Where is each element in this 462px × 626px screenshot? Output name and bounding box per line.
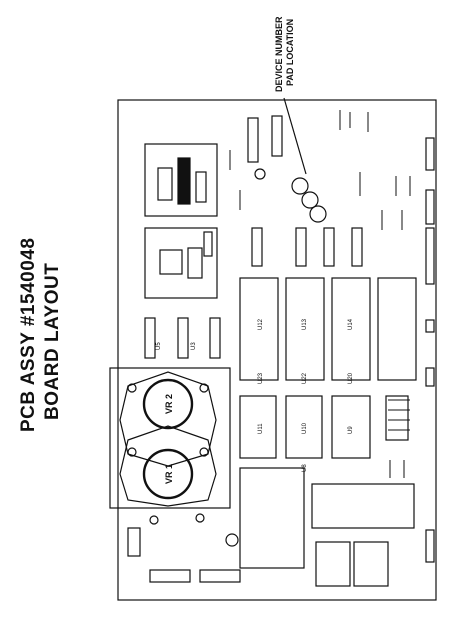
ic-label: U11 (258, 423, 264, 434)
ic-label: U9 (348, 426, 354, 434)
vr1-body (142, 448, 194, 500)
regulator-label-vr1: VR 1 (164, 464, 174, 484)
ic-large-1 (239, 277, 279, 381)
vr2-body (142, 378, 194, 430)
regulator-heatsink-area (109, 367, 231, 509)
ic-label: U14 (348, 318, 354, 330)
ic-large-4 (377, 277, 417, 381)
ic-large-2 (285, 277, 325, 381)
ic-medium-1 (239, 395, 277, 459)
ic-label: U8 (302, 464, 308, 472)
bottom-block-left (239, 467, 305, 569)
regulator-label-vr2: VR 2 (164, 394, 174, 414)
ic-label: U10 (302, 422, 308, 434)
connector-p2 (425, 189, 435, 225)
ic-label: U23 (258, 372, 264, 384)
ic-label: U20 (348, 372, 354, 384)
board-outline (117, 99, 437, 601)
connector-p3 (425, 137, 435, 171)
bottom-block-right (311, 483, 415, 529)
ic-large-3 (331, 277, 371, 381)
ic-label: U5 (156, 342, 162, 350)
ic-label: U3 (191, 342, 197, 350)
ic-label: U12 (258, 318, 264, 330)
ic-label: U22 (302, 372, 308, 384)
ic-label: U13 (302, 318, 308, 330)
component-block-top (144, 143, 218, 217)
connector-p6 (425, 227, 435, 285)
ic-medium-3 (331, 395, 371, 459)
component-block-mid (144, 227, 218, 299)
ic-medium-2 (285, 395, 323, 459)
